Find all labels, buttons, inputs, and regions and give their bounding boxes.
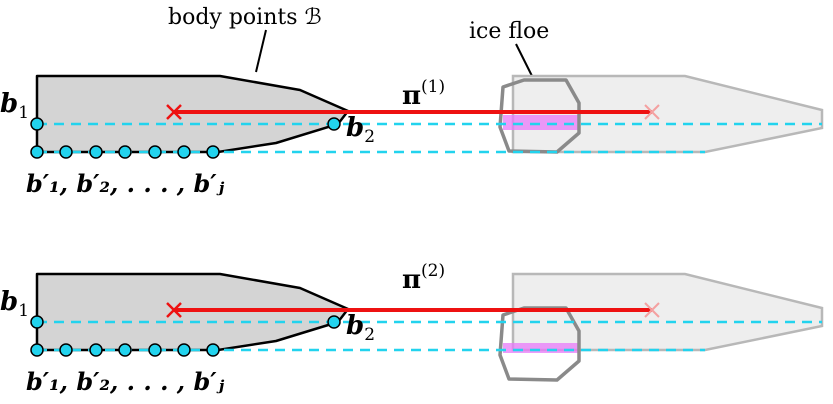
body-point-bprime <box>206 343 220 357</box>
path-start-marker <box>166 104 182 120</box>
path-start-marker <box>166 302 182 318</box>
body-point-b2 <box>327 315 341 329</box>
body-point-bprime <box>30 343 44 357</box>
ice-floe <box>498 78 581 154</box>
body-point-bprime <box>148 145 162 159</box>
path-end-marker <box>644 302 660 318</box>
body-point-bprime <box>148 343 162 357</box>
body-point-bprime <box>177 145 191 159</box>
path-end-marker <box>644 104 660 120</box>
label-bprime-list: b′₁, b′₂, . . . , b′ⱼ <box>26 367 225 396</box>
body-points-label: body points ℬ <box>168 5 322 30</box>
overlap-region <box>503 343 579 353</box>
label-b1: b1 <box>0 287 29 321</box>
overlap-region <box>503 115 579 130</box>
body-point-bprime <box>118 145 132 159</box>
body-point-b2 <box>327 117 341 131</box>
panel-2: π(2) b1 b2 b′₁, b′₂, . . . , b′ⱼ <box>0 261 824 396</box>
label-bprime-list: b′₁, b′₂, . . . , b′ⱼ <box>26 169 225 198</box>
body-point-bprime <box>206 145 220 159</box>
label-b2: b2 <box>346 113 375 147</box>
label-b2: b2 <box>346 311 375 345</box>
body-point-bprime <box>177 343 191 357</box>
body-point-bprime <box>89 145 103 159</box>
path-label: π(2) <box>402 261 445 295</box>
label-b1: b1 <box>0 89 29 123</box>
ice-floe-label: ice floe <box>469 19 549 44</box>
path-label: π(1) <box>402 77 445 111</box>
body-point-bprime <box>59 343 73 357</box>
body-point-bprime <box>118 343 132 357</box>
body-point-b1 <box>30 117 44 131</box>
body-point-bprime <box>89 343 103 357</box>
body-point-bprime <box>59 145 73 159</box>
body-point-bprime <box>30 145 44 159</box>
panel-1: π(1) b1 b2 b′₁, b′₂, . . . , b′ⱼ <box>0 74 824 198</box>
body-points-pointer <box>255 29 267 73</box>
body-point-b1 <box>30 315 44 329</box>
